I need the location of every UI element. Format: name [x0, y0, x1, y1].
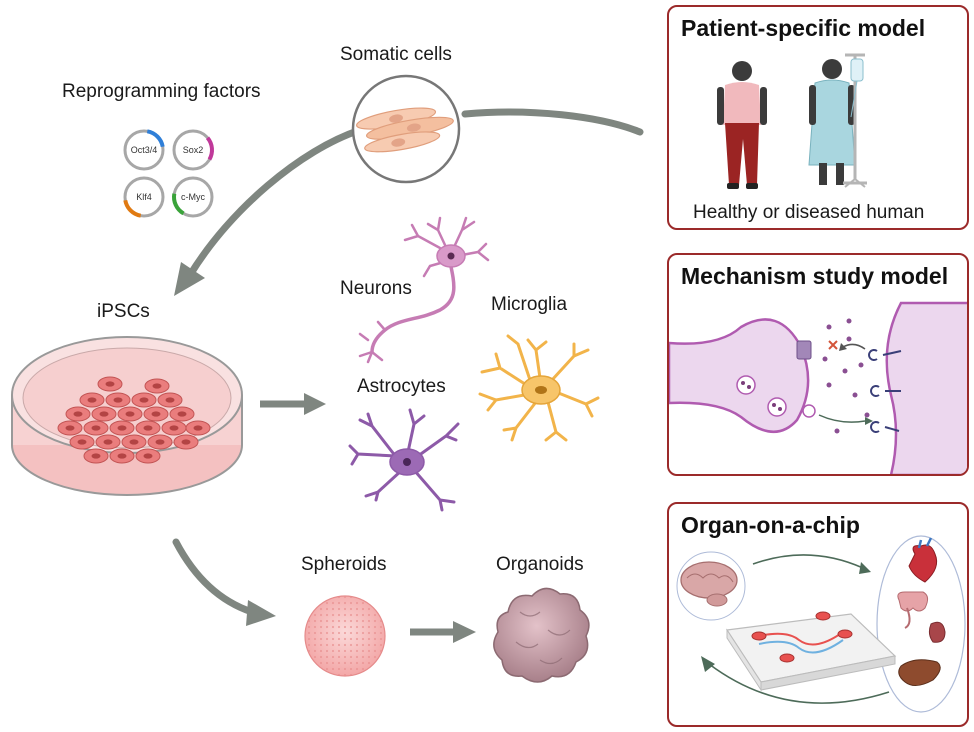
ipsc-cell-nucleus: [103, 439, 113, 445]
arrow-ipscs-to-neural-cells: [260, 393, 326, 415]
patient-specific-model-title: Patient-specific model: [681, 15, 926, 41]
flow-arrow-somatic-to-ipscs: [186, 126, 364, 279]
plasmid-gene-arc: [146, 129, 165, 148]
postsynaptic-membrane: [885, 301, 967, 474]
neurons-label: Neurons: [340, 278, 412, 299]
ipsc-cell-nucleus: [117, 425, 127, 431]
neurotransmitters: [822, 318, 870, 434]
patient-panel-caption: Healthy or diseased human: [693, 202, 925, 223]
plasmid-label: c-Myc: [181, 192, 205, 202]
mechanism-study-model-panel: Mechanism study model: [667, 253, 969, 476]
plasmid-gene-arc: [172, 193, 185, 216]
microglia-illustration: [478, 334, 600, 442]
healthy-human-figure: [717, 61, 767, 189]
plasmid-label: Klf4: [136, 192, 152, 202]
arrowhead-to-ipscs: [174, 262, 205, 296]
organ-on-a-chip-panel: Organ-on-a-chip: [667, 502, 969, 727]
organ-on-a-chip-title: Organ-on-a-chip: [681, 512, 860, 538]
synapse-diagram: [669, 301, 967, 474]
ipsc-cell-nucleus: [165, 397, 175, 403]
plasmid-gene-arc: [123, 199, 142, 218]
ipsc-cell-nucleus: [143, 453, 153, 459]
ipscs-label: iPSCs: [97, 301, 150, 322]
petri-dish-ipscs: [11, 336, 243, 496]
ipsc-cell-nucleus: [125, 411, 135, 417]
plasmid-ring: [123, 176, 165, 218]
ipsc-cell-nucleus: [169, 425, 179, 431]
patient-specific-model-panel: Patient-specific model: [667, 5, 969, 230]
ipsc-cell-nucleus: [181, 439, 191, 445]
ipsc-cell-nucleus: [87, 397, 97, 403]
organoids-label: Organoids: [496, 554, 584, 575]
organs-illustration: [876, 535, 966, 713]
flow-arrow-patient-to-somatic: [461, 108, 644, 136]
somatic-cells-illustration: [351, 74, 461, 184]
ipsc-cell-nucleus: [152, 383, 162, 389]
plasmid-label: Sox2: [183, 145, 204, 155]
arrow-spheroids-to-organoids: [410, 621, 476, 643]
neuron-illustration: [358, 216, 490, 364]
mechanism-study-model-title: Mechanism study model: [681, 263, 949, 289]
somatic-cells-label: Somatic cells: [340, 44, 452, 65]
ipsc-cell-nucleus: [143, 425, 153, 431]
microfluidic-chip: [725, 611, 897, 692]
plasmid-label: Oct3/4: [131, 145, 158, 155]
reprogramming-factors-label: Reprogramming factors: [62, 81, 261, 102]
ipsc-cell-nucleus: [177, 411, 187, 417]
patient-figures: [717, 53, 867, 189]
ipsc-cell-nucleus: [155, 439, 165, 445]
presynaptic-terminal: [669, 318, 810, 434]
ipsc-cell-nucleus: [65, 425, 75, 431]
ipsc-cell-nucleus: [73, 411, 83, 417]
brain-illustration: [676, 551, 746, 621]
astrocytes-label: Astrocytes: [357, 376, 446, 397]
spheroid-illustration: [304, 595, 386, 677]
ipsc-cell-nucleus: [129, 439, 139, 445]
ipsc-cell-nucleus: [117, 453, 127, 459]
ipsc-cell-nucleus: [113, 397, 123, 403]
plasmid-gene-arc: [205, 136, 214, 161]
ipsc-cell-nucleus: [99, 411, 109, 417]
ipsc-cell-nucleus: [105, 381, 115, 387]
ipsc-cell-nucleus: [139, 397, 149, 403]
spheroids-label: Spheroids: [301, 554, 387, 575]
ipsc-cell-nucleus: [151, 411, 161, 417]
arrow-ipscs-to-spheroids: [172, 538, 276, 626]
ipsc-cell-nucleus: [91, 425, 101, 431]
ipsc-cell-nucleus: [77, 439, 87, 445]
ipsc-cell-nucleus: [193, 425, 203, 431]
microglia-label: Microglia: [491, 294, 568, 315]
ipsc-cell-nucleus: [91, 453, 101, 459]
organ-chip-diagram: [676, 535, 966, 713]
astrocyte-illustration: [348, 408, 460, 512]
diseased-human-figure: [808, 53, 867, 188]
organoid-illustration: [493, 587, 590, 683]
plasmid-ring: [123, 129, 165, 171]
